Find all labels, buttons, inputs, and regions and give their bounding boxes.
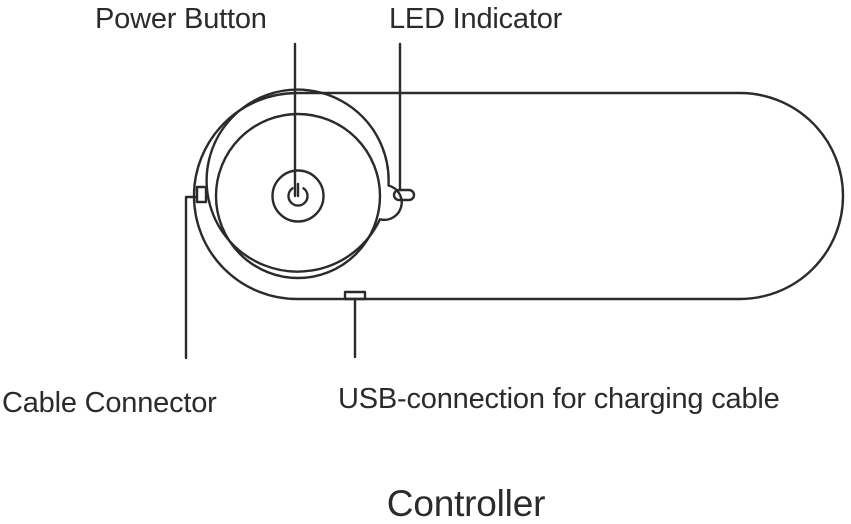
usb-connection-label: USB-connection for charging cable: [338, 383, 780, 415]
cable-connector-leader: [184, 195, 199, 360]
controller-inner-disc: [214, 112, 382, 280]
controller-round-module: [205, 88, 403, 273]
led-indicator-label: LED Indicator: [389, 3, 563, 35]
cable-connector-label: Cable Connector: [2, 387, 217, 419]
power-button: [271, 169, 325, 223]
power-button-label: Power Button: [95, 3, 267, 35]
controller-body: [192, 91, 845, 301]
diagram-title: Controller: [386, 483, 546, 524]
power-icon: [287, 182, 309, 207]
cable-connector: [195, 185, 208, 204]
led-indicator: [392, 188, 416, 202]
